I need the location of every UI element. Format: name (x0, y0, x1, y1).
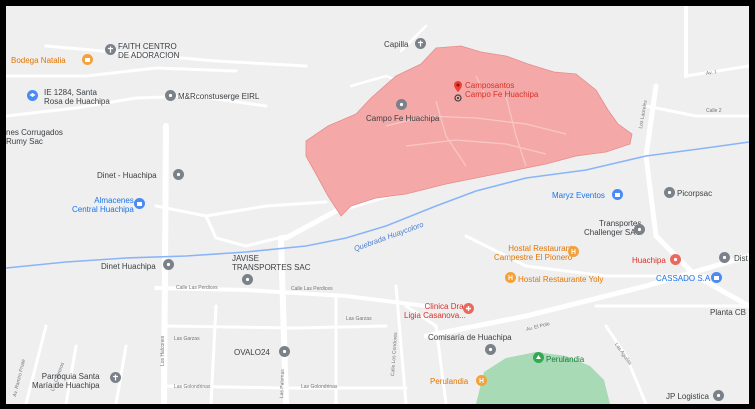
place-ie-1284-label[interactable]: IE 1284, Santa Rosa de Huachipa (44, 88, 110, 106)
park-area (476, 352, 610, 404)
shopping-bag-icon[interactable] (82, 54, 93, 65)
restaurant-icon[interactable] (505, 272, 516, 283)
map-canvas[interactable]: Av. 1 Calle 2 Los Laureles Calle Las Per… (6, 6, 749, 404)
cross-icon[interactable] (415, 38, 426, 49)
place-icon[interactable] (485, 344, 496, 355)
place-icon[interactable] (634, 224, 645, 235)
place-icon[interactable] (670, 254, 681, 265)
place-clinica-label[interactable]: Clinica Dra. Ligia Casanova... (404, 302, 466, 320)
place-transportes-label[interactable]: Transportes Challenger SAC (584, 219, 642, 237)
cemetery-paths (385, 75, 567, 167)
place-icon[interactable] (279, 346, 290, 357)
place-corrugados-label[interactable]: nes Corrugados Rumy Sac (6, 128, 63, 146)
restaurant-icon[interactable] (476, 375, 487, 386)
place-picorpsac-label[interactable]: Picorpsac (677, 189, 713, 198)
place-planta-cb-label[interactable]: Planta CB (710, 308, 747, 317)
place-icon[interactable] (719, 252, 730, 263)
store-icon[interactable] (711, 272, 722, 283)
cross-icon[interactable] (110, 372, 121, 383)
place-icon[interactable] (173, 169, 184, 180)
map-pin-icon[interactable] (453, 80, 463, 102)
street-los-halcones: Los Halcones (160, 335, 166, 366)
place-javise-label[interactable]: JAVISE TRANSPORTES SAC (232, 254, 311, 272)
place-perulandia-2-label[interactable]: Perulandia (430, 377, 469, 386)
place-campo-fe-label[interactable]: Campo Fe Huachipa (366, 114, 440, 123)
street-calle2: Calle 2 (706, 108, 722, 114)
place-hostal-campestre-label[interactable]: Hostal Restaurant Campestre El Pionero (494, 244, 573, 262)
park-icon[interactable] (533, 352, 544, 363)
street-las-golondrinas-1: Las Golondrinas (174, 384, 211, 390)
place-bodega-natalia-label[interactable]: Bodega Natalia (11, 56, 66, 65)
school-icon[interactable] (27, 90, 38, 101)
street-calle-las-perdices-1: Calle Las Perdices (176, 285, 218, 291)
cross-icon[interactable] (105, 44, 116, 55)
restaurant-icon[interactable] (568, 246, 579, 257)
cemetery-area (305, 45, 633, 217)
place-faith-centro-label[interactable]: FAITH CENTRO DE ADORACION (118, 42, 180, 60)
street-las-garzas-2: Las Garzas (346, 316, 372, 322)
place-mr-construserge-label[interactable]: M&Rconstuserge EIRL (178, 92, 260, 101)
hospital-icon[interactable] (463, 303, 474, 314)
place-parroquia-label[interactable]: Parroquia Santa María de Huachipa (32, 372, 100, 390)
place-hostal-yoly-label[interactable]: Hostal Restaurante Yoly (518, 275, 604, 284)
store-icon[interactable] (612, 189, 623, 200)
map-base (6, 6, 749, 404)
river-line (6, 141, 749, 269)
street-las-garzas-1: Las Garzas (174, 336, 200, 342)
place-icon[interactable] (713, 390, 724, 401)
place-cassado-label[interactable]: CASSADO S.A (656, 274, 711, 283)
place-icon[interactable] (163, 259, 174, 270)
place-maryz-label[interactable]: Maryz Eventos (552, 191, 605, 200)
place-ovalo24-label[interactable]: OVALO24 (234, 348, 270, 357)
place-dinet-huachipa-1-label[interactable]: Dinet - Huachipa (97, 171, 157, 180)
place-huachipa-label[interactable]: Huachipa (632, 256, 666, 265)
place-dist-label[interactable]: Dist (734, 254, 748, 263)
place-dinet-huachipa-2-label[interactable]: Dinet Huachipa (101, 262, 156, 271)
place-capilla-label[interactable]: Capilla (384, 40, 409, 49)
street-calle-las-perdices-2: Calle Las Perdices (291, 286, 333, 292)
place-almacenes-label[interactable]: Almacenes Central Huachipa (72, 196, 134, 214)
store-icon[interactable] (134, 198, 145, 209)
place-jp-logistica-label[interactable]: JP Logistica (666, 392, 709, 401)
place-icon[interactable] (396, 99, 407, 110)
street-las-golondrinas-2: Las Golondrinas (301, 384, 338, 390)
place-icon[interactable] (664, 187, 675, 198)
place-icon[interactable] (242, 274, 253, 285)
street-las-palomas: Las Palomas (279, 369, 287, 399)
place-camposantos-label[interactable]: Camposantos Campo Fe Huachipa (465, 81, 539, 99)
place-comisaria-label[interactable]: Comisaría de Huachipa (428, 333, 512, 342)
place-perulandia-1-label[interactable]: Perulandia (546, 355, 585, 364)
minor-roads (6, 24, 749, 404)
place-icon[interactable] (165, 90, 176, 101)
